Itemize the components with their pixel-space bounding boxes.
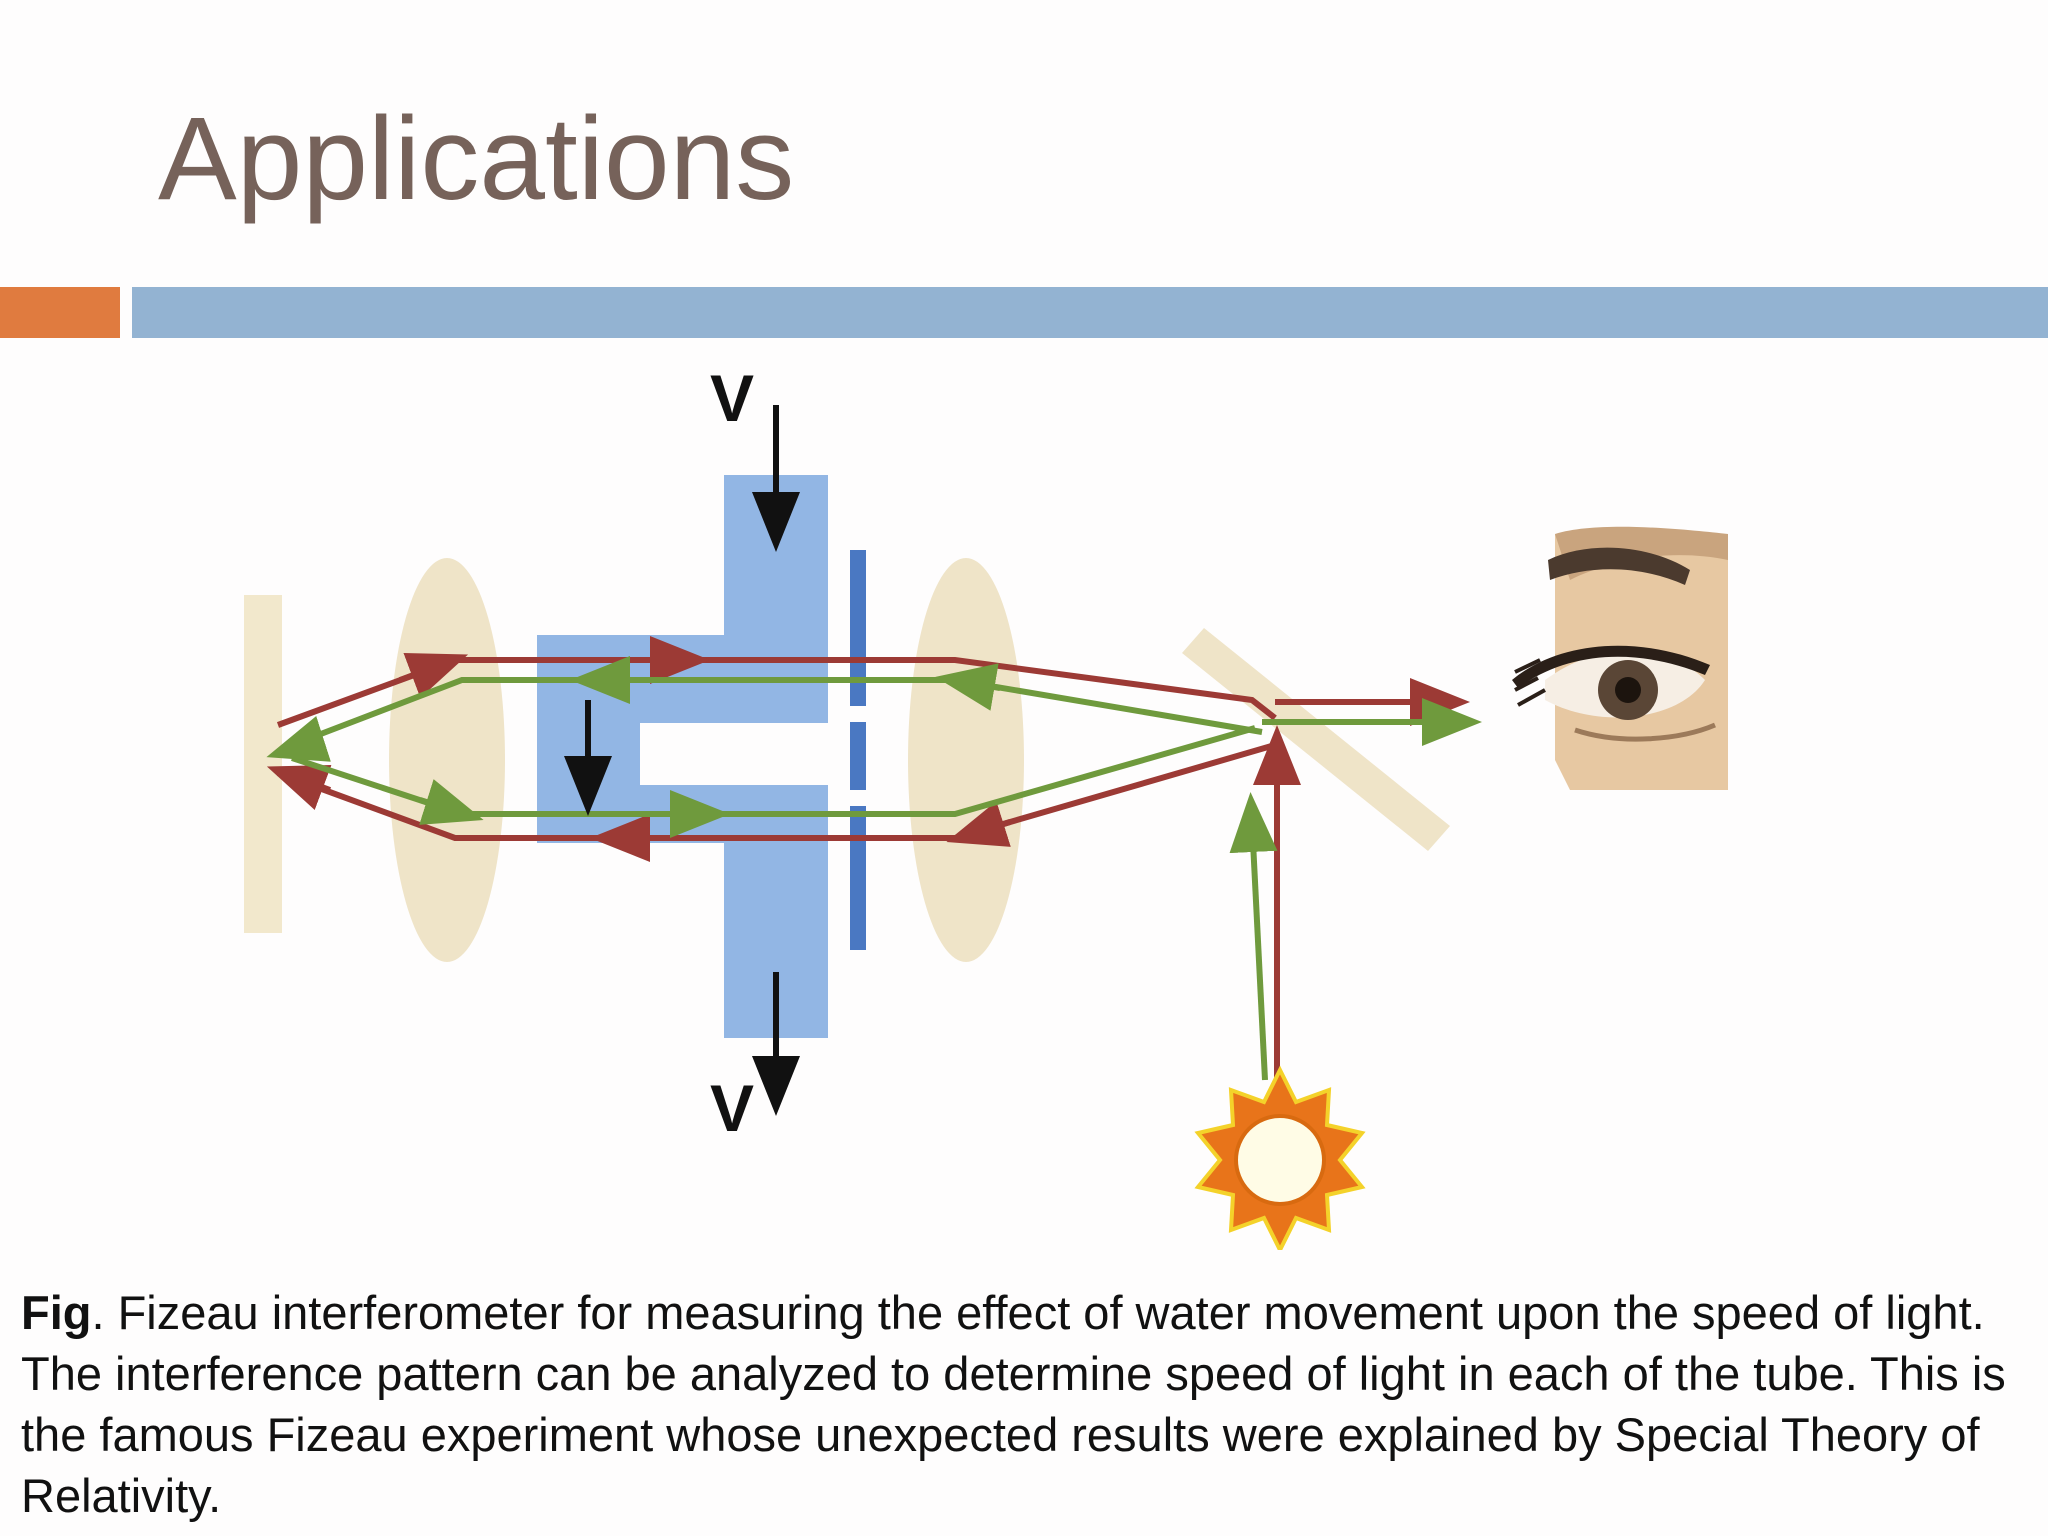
slit-gap bbox=[848, 790, 868, 806]
slit-plate bbox=[850, 550, 866, 950]
red-beam-arrow bbox=[946, 801, 1011, 847]
eye-icon bbox=[1512, 526, 1728, 790]
sun-icon bbox=[1194, 1065, 1366, 1250]
red-beam-arrow bbox=[398, 653, 469, 699]
red-beam-arrow bbox=[266, 764, 332, 810]
figure-caption: Fig. Fizeau interferometer for measuring… bbox=[21, 1282, 2031, 1526]
left-lens bbox=[389, 558, 505, 962]
velocity-label-bottom: V bbox=[710, 1071, 754, 1145]
green-beam-arrow bbox=[419, 779, 484, 825]
green-beam-input bbox=[1229, 792, 1278, 1081]
slide-title: Applications bbox=[158, 93, 795, 225]
fizeau-interferometer-diagram: V V bbox=[244, 361, 1728, 1250]
red-beam-path-bottom bbox=[276, 742, 1276, 841]
water-tube bbox=[537, 475, 828, 1038]
beam-splitter bbox=[1182, 628, 1450, 851]
end-mirror bbox=[244, 595, 282, 933]
velocity-label-top: V bbox=[710, 361, 754, 435]
green-beam-arrow bbox=[266, 715, 331, 762]
red-beam-path-top bbox=[276, 657, 1277, 728]
caption-text: . Fizeau interferometer for measuring th… bbox=[21, 1286, 2006, 1522]
title-accent-bar-orange bbox=[0, 287, 120, 338]
right-lens bbox=[908, 558, 1024, 962]
title-accent-bar-blue bbox=[132, 287, 2048, 338]
caption-lead: Fig bbox=[21, 1286, 92, 1339]
slit-gap bbox=[848, 706, 868, 722]
green-beam-path-top bbox=[290, 677, 1263, 748]
green-beam-arrow bbox=[935, 663, 1001, 711]
